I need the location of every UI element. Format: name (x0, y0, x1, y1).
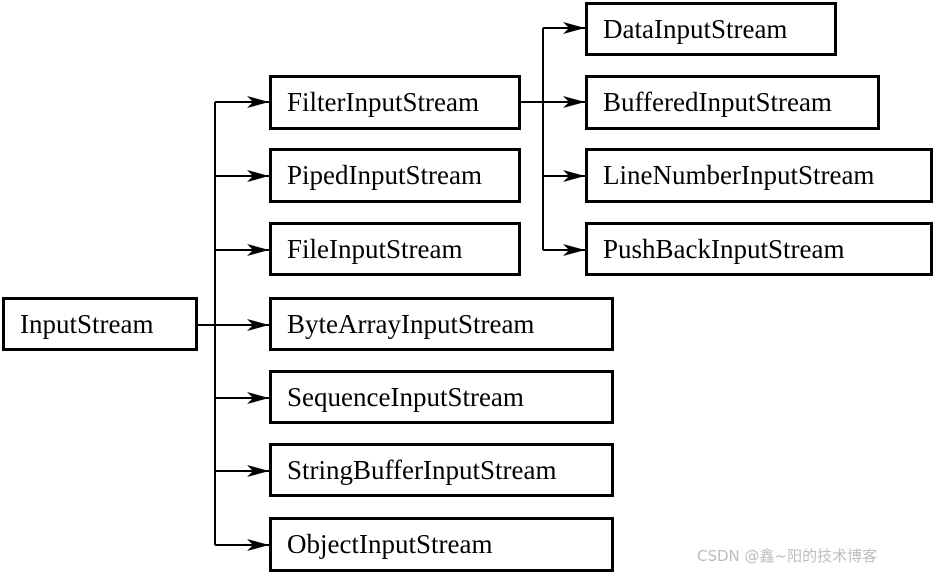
node-objectinputstream: ObjectInputStream (269, 517, 614, 572)
watermark-text: CSDN @鑫~阳的技术博客 (697, 547, 878, 565)
node-stringbufferinputstream: StringBufferInputStream (269, 443, 614, 497)
node-linenumberinputstream: LineNumberInputStream (585, 148, 933, 203)
node-inputstream: InputStream (2, 297, 198, 351)
node-filterinputstream: FilterInputStream (269, 75, 521, 130)
node-pushbackinputstream: PushBackInputStream (585, 222, 933, 276)
node-bufferedinputstream: BufferedInputStream (585, 75, 880, 130)
node-bytearrayinputstream: ByteArrayInputStream (269, 297, 614, 351)
node-pipedinputstream: PipedInputStream (269, 148, 521, 203)
node-datainputstream: DataInputStream (585, 2, 837, 56)
node-sequenceinputstream: SequenceInputStream (269, 370, 614, 424)
node-fileinputstream: FileInputStream (269, 222, 521, 276)
